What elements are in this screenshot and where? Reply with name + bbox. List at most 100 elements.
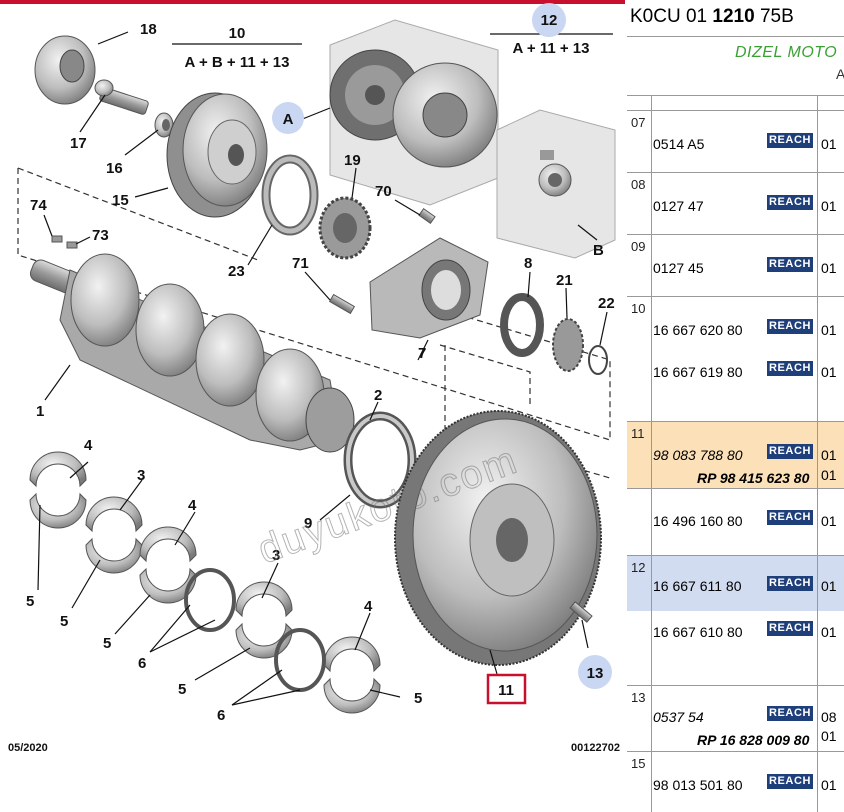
part-number[interactable]: 16 667 610 80 xyxy=(653,624,743,640)
callout-10: 10 xyxy=(229,25,246,42)
quantity: 01 xyxy=(821,198,837,214)
callout-7: 7 xyxy=(418,345,426,362)
parts-list-panel: K0CU 01 12 10 75B DIZEL MOTO A 07 0514 A5… xyxy=(625,0,844,812)
parts-row-10[interactable]: 10 16 667 620 80 REACH 01 16 667 619 80 … xyxy=(627,296,844,422)
release-bearing-box xyxy=(496,109,616,259)
reach-badge: REACH xyxy=(767,444,813,459)
parts-row-12[interactable]: 12 16 667 611 80 REACH 01 16 667 610 80 … xyxy=(627,555,844,686)
reach-badge: REACH xyxy=(767,257,813,272)
parts-row-11[interactable]: 11 98 083 788 80 REACH 01 RP 98 415 623 … xyxy=(627,421,844,556)
part-number[interactable]: 0537 54 xyxy=(653,709,704,725)
replacement-part-number[interactable]: RP 98 415 623 80 xyxy=(697,470,810,486)
callout-22: 22 xyxy=(598,295,615,312)
row-ref: 09 xyxy=(631,239,646,254)
callout-19: 19 xyxy=(344,152,361,169)
callout-70: 70 xyxy=(375,183,392,200)
reach-badge: REACH xyxy=(767,361,813,376)
callout-6a: 6 xyxy=(138,655,146,672)
pin-73-74 xyxy=(51,235,78,249)
washer-16 xyxy=(154,112,174,138)
oil-seal-8 xyxy=(500,293,544,357)
callout-4c: 4 xyxy=(364,598,373,615)
row-ref: 11 xyxy=(631,426,645,441)
quantity: 01 xyxy=(821,777,837,793)
callout-A: A xyxy=(283,111,294,128)
callout-18: 18 xyxy=(140,21,157,38)
part-number[interactable]: 0127 45 xyxy=(653,260,704,276)
screw-70 xyxy=(418,208,436,224)
callout-2: 2 xyxy=(374,387,382,404)
formula-10: A + B + 11 + 13 xyxy=(185,54,290,71)
reach-badge: REACH xyxy=(767,706,813,721)
replacement-quantity: 01 xyxy=(821,467,837,483)
quantity: 01 xyxy=(821,364,837,380)
part-number[interactable]: 98 013 501 80 xyxy=(653,777,743,793)
part-number[interactable]: 0514 A5 xyxy=(653,136,705,152)
callout-3a: 3 xyxy=(137,467,145,484)
reach-badge: REACH xyxy=(767,133,813,148)
section-subtitle: A xyxy=(836,66,844,82)
reach-badge: REACH xyxy=(767,576,813,591)
reach-badge: REACH xyxy=(767,510,813,525)
parts-row-15[interactable]: 15 98 013 501 80 REACH 01 xyxy=(627,751,844,812)
crankshaft-1 xyxy=(29,253,355,453)
callout-badge-13 xyxy=(578,655,612,689)
callout-21: 21 xyxy=(556,272,573,289)
quantity: 01 xyxy=(821,624,837,640)
seal-ring-2-9 xyxy=(343,411,417,509)
callout-B: B xyxy=(593,242,604,259)
callout-6b: 6 xyxy=(217,707,225,724)
o-ring-22 xyxy=(588,345,608,375)
row-ref: 10 xyxy=(631,301,646,316)
replacement-quantity: 01 xyxy=(821,728,837,744)
row-ref: 12 xyxy=(631,560,646,575)
section-title: DIZEL MOTO xyxy=(735,44,838,61)
parts-row-09[interactable]: 09 0127 45 REACH 01 xyxy=(627,234,844,297)
catalog-code-prefix: K0CU 01 xyxy=(630,6,708,27)
quantity: 01 xyxy=(821,578,837,594)
parts-row-07[interactable]: 07 0514 A5 REACH 01 xyxy=(627,110,844,173)
seal-housing-7 xyxy=(369,237,489,339)
clutch-kit-box xyxy=(329,19,499,206)
callout-5e: 5 xyxy=(414,690,422,707)
quantity: 08 xyxy=(821,709,837,725)
catalog-code-suffix: 75B xyxy=(759,6,794,27)
row-ref: 13 xyxy=(631,690,646,705)
row-ref: 07 xyxy=(631,115,646,130)
callout-71: 71 xyxy=(292,255,309,272)
screw-71 xyxy=(328,293,356,315)
flywheel-11 xyxy=(394,410,602,666)
row-ref: 08 xyxy=(631,177,646,192)
part-number[interactable]: 0127 47 xyxy=(653,198,704,214)
bolt-13 xyxy=(569,601,593,623)
column-header-row xyxy=(627,95,844,111)
bearing-shells xyxy=(29,451,381,714)
part-number[interactable]: 98 083 788 80 xyxy=(653,447,743,463)
sprocket-19 xyxy=(318,196,372,260)
diagram-canvas: 18 10 12 17 16 15 A 19 70 74 73 23 71 B … xyxy=(8,3,620,754)
callout-11: 11 xyxy=(498,682,514,699)
callout-5c: 5 xyxy=(103,635,111,652)
header-divider xyxy=(627,36,844,37)
callout-3b: 3 xyxy=(272,547,280,564)
top-accent-bar xyxy=(0,0,625,4)
callout-1: 1 xyxy=(36,403,44,420)
quantity: 01 xyxy=(821,447,837,463)
replacement-part-number[interactable]: RP 16 828 009 80 xyxy=(697,732,810,748)
callout-badge-12 xyxy=(532,3,566,37)
callout-13: 13 xyxy=(587,665,604,682)
part-number[interactable]: 16 667 611 80 xyxy=(653,578,742,594)
parts-row-13[interactable]: 13 0537 54 REACH 08 RP 16 828 009 80 01 xyxy=(627,685,844,752)
reach-badge: REACH xyxy=(767,621,813,636)
part-number[interactable]: 16 667 619 80 xyxy=(653,364,743,380)
formula-12: A + 11 + 13 xyxy=(512,40,589,57)
reach-badge: REACH xyxy=(767,319,813,334)
part-number[interactable]: 16 667 620 80 xyxy=(653,322,743,338)
quantity: 01 xyxy=(821,260,837,276)
parts-row-08[interactable]: 08 0127 47 REACH 01 xyxy=(627,172,844,235)
callout-23: 23 xyxy=(228,263,245,280)
callout-17: 17 xyxy=(70,135,87,152)
callout-badge-A xyxy=(272,102,304,134)
row-ref: 15 xyxy=(631,756,646,771)
part-number[interactable]: 16 496 160 80 xyxy=(653,513,743,529)
